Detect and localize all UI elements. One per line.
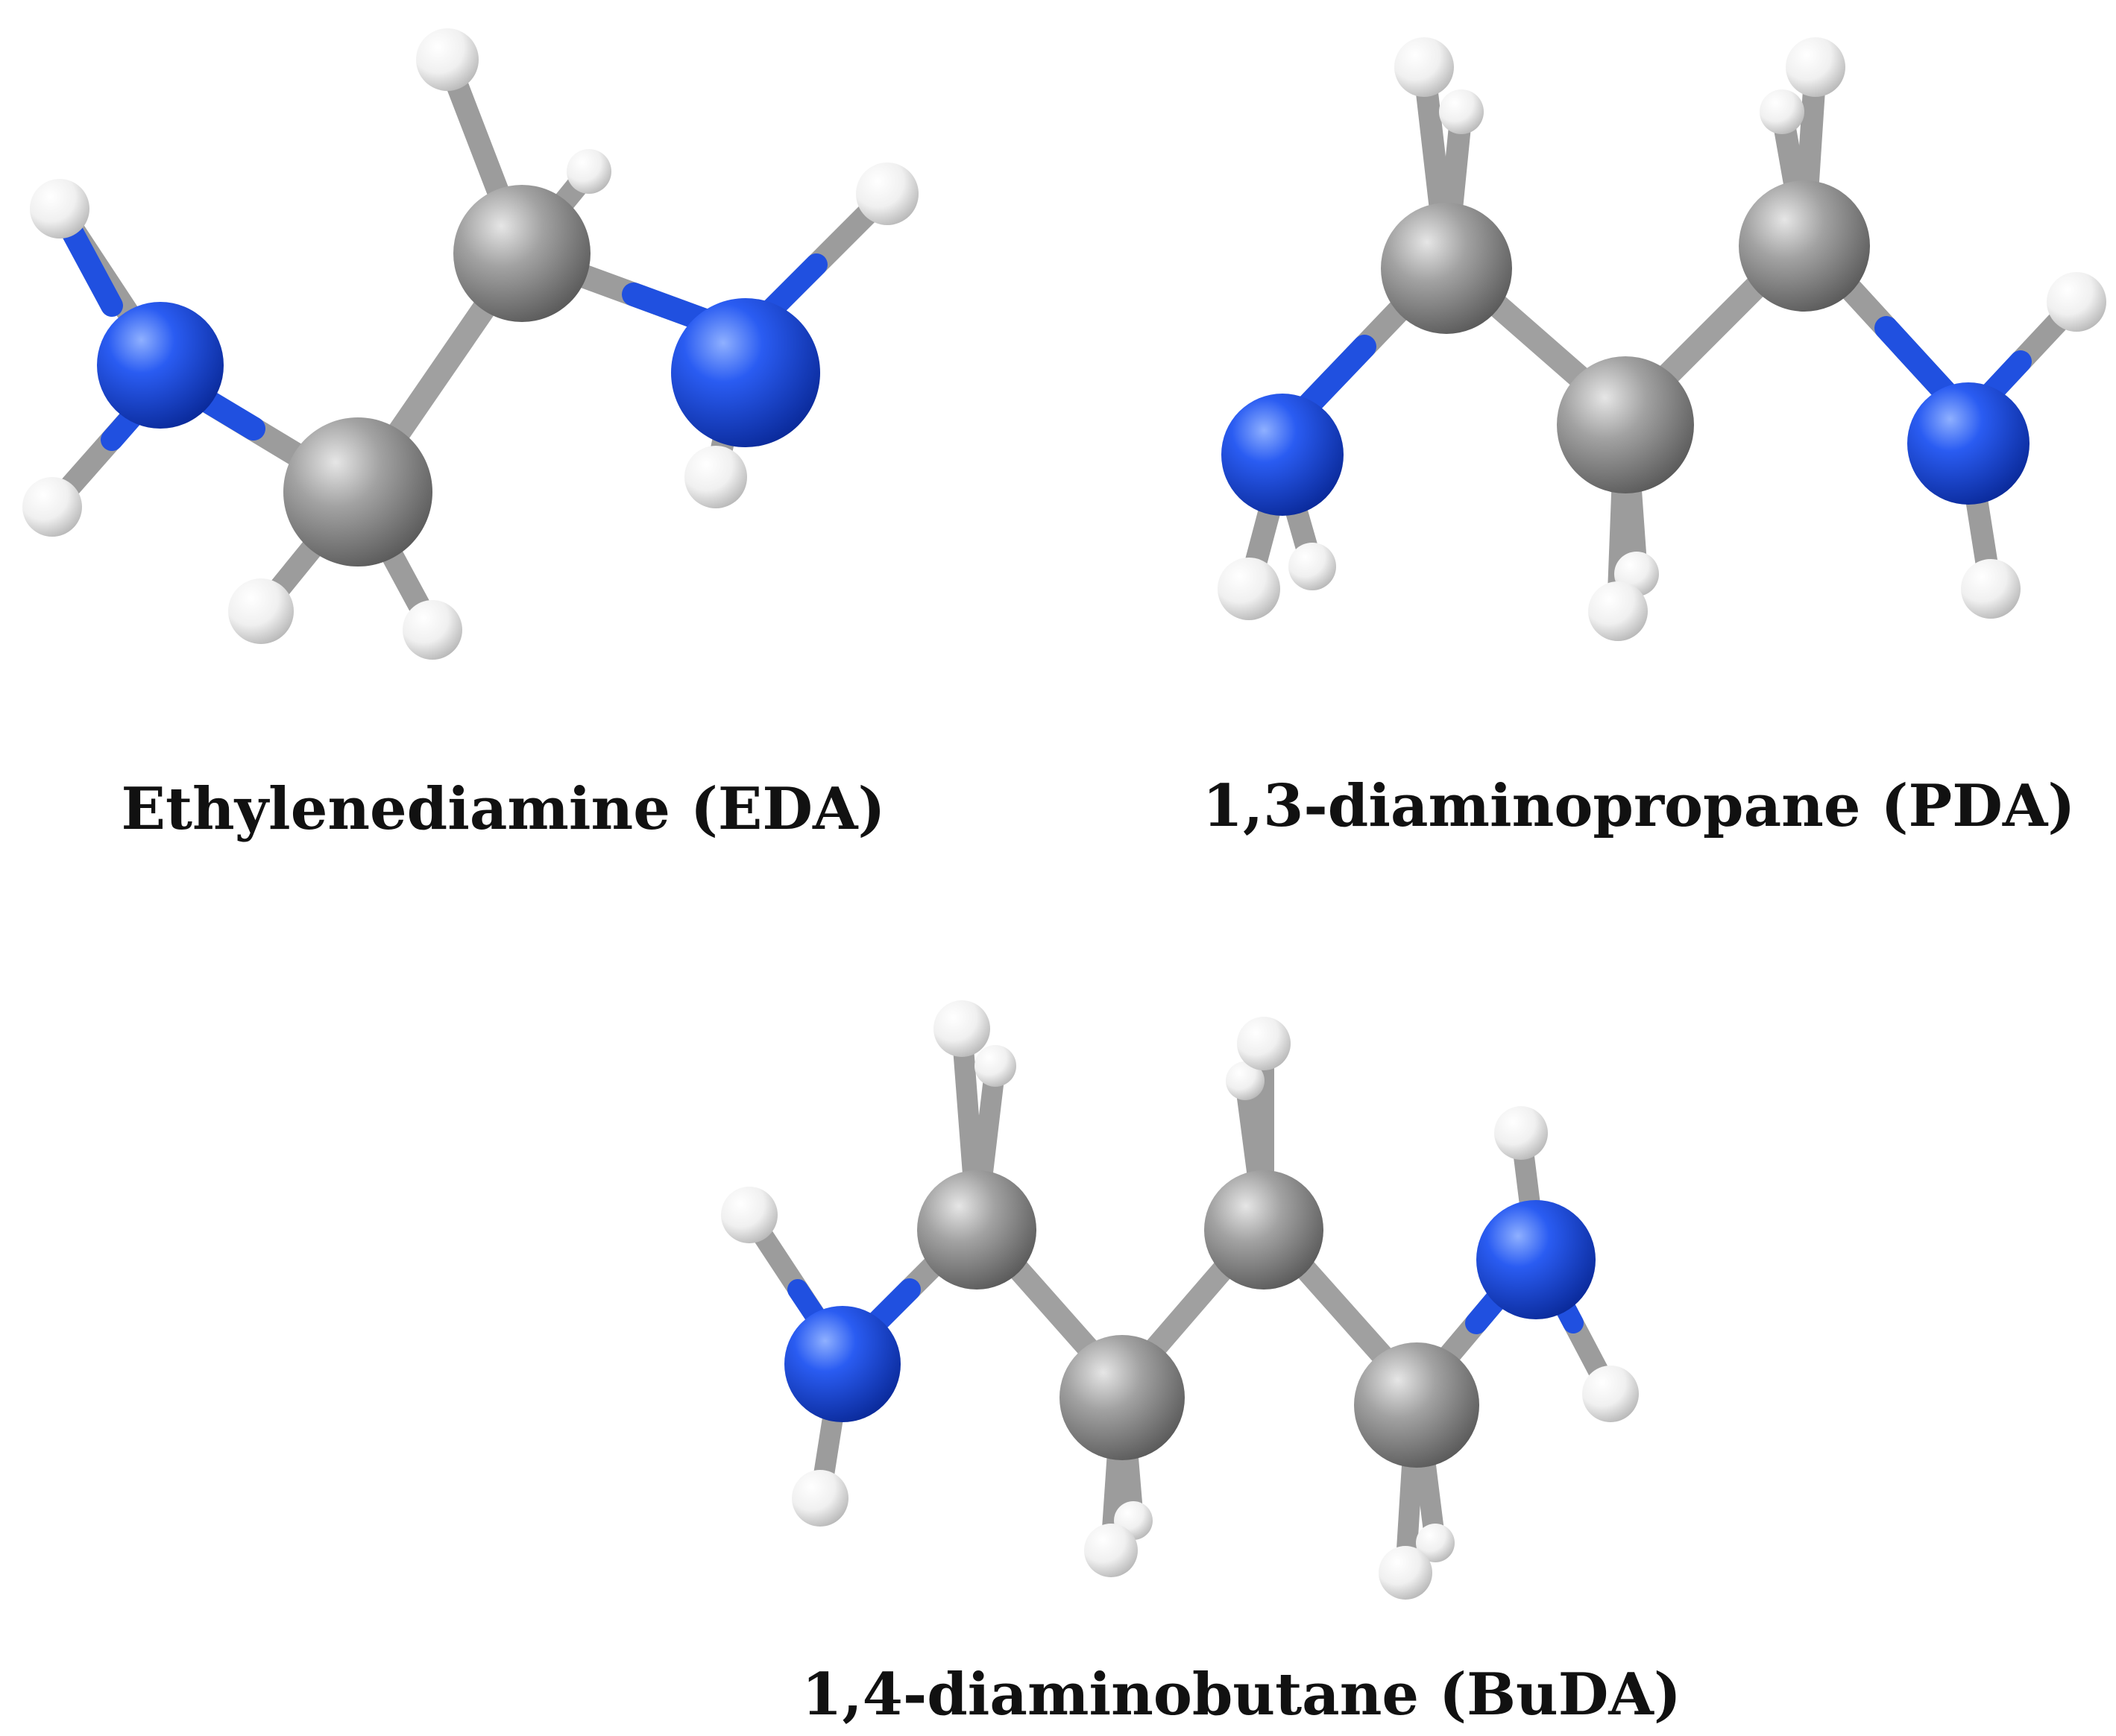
buda-atoms xyxy=(721,1000,1639,1600)
nitrogen-atom xyxy=(97,302,224,429)
hydrogen-atom xyxy=(403,600,462,660)
eda-atoms xyxy=(22,28,919,660)
caption-buda: 1,4-diaminobutane (BuDA) xyxy=(802,1661,1681,1729)
hydrogen-atom xyxy=(1226,1061,1265,1100)
hydrogen-atom xyxy=(1394,37,1454,97)
hydrogen-atom xyxy=(1237,1017,1291,1070)
hydrogen-atom xyxy=(1582,1366,1639,1422)
hydrogen-atom xyxy=(1439,89,1484,134)
hydrogen-atom xyxy=(933,1000,990,1057)
hydrogen-atom xyxy=(228,578,294,644)
carbon-atom xyxy=(453,185,591,322)
pda-bonds xyxy=(1238,56,2088,622)
hydrogen-atom xyxy=(1218,558,1280,620)
hydrogen-atom xyxy=(974,1045,1016,1087)
carbon-atom xyxy=(1557,356,1694,493)
hydrogen-atom xyxy=(1760,89,1804,134)
caption-pda: 1,3-diaminopropane (PDA) xyxy=(1203,772,2076,840)
hydrogen-atom xyxy=(22,477,82,537)
molecule-buda-model xyxy=(721,1000,1639,1600)
hydrogen-atom xyxy=(1961,559,2021,619)
nitrogen-atom xyxy=(1221,394,1344,516)
hydrogen-atom xyxy=(1084,1524,1138,1577)
nitrogen-atom xyxy=(1476,1200,1596,1319)
buda-bonds xyxy=(739,1018,1621,1583)
molecule-pda-model xyxy=(1218,37,2106,641)
hydrogen-atom xyxy=(30,179,89,239)
pda-atoms xyxy=(1218,37,2106,641)
carbon-atom xyxy=(1059,1335,1185,1460)
carbon-atom xyxy=(1204,1170,1323,1290)
molecule-eda-model xyxy=(22,28,919,660)
hydrogen-atom xyxy=(1786,37,1845,97)
nitrogen-atom xyxy=(671,298,820,447)
hydrogen-atom xyxy=(567,149,611,194)
hydrogen-atom xyxy=(792,1470,848,1527)
hydrogen-atom xyxy=(1379,1546,1432,1600)
hydrogen-atom xyxy=(1588,581,1648,641)
hydrogen-atom xyxy=(721,1187,778,1243)
hydrogen-atom xyxy=(684,446,747,508)
hydrogen-atom xyxy=(416,28,479,91)
hydrogen-atom xyxy=(1494,1106,1548,1160)
carbon-atom xyxy=(283,417,432,566)
nitrogen-atom xyxy=(784,1306,901,1422)
nitrogen-atom xyxy=(1907,382,2030,505)
carbon-atom xyxy=(1354,1342,1479,1468)
hydrogen-atom xyxy=(2047,272,2106,332)
carbon-atom xyxy=(917,1170,1036,1290)
hydrogen-atom xyxy=(856,162,919,225)
carbon-atom xyxy=(1381,203,1512,334)
carbon-atom xyxy=(1739,180,1870,312)
hydrogen-atom xyxy=(1288,543,1336,590)
caption-eda: Ethylenediamine (EDA) xyxy=(122,775,886,843)
hydrogen-atom xyxy=(1416,1524,1455,1562)
